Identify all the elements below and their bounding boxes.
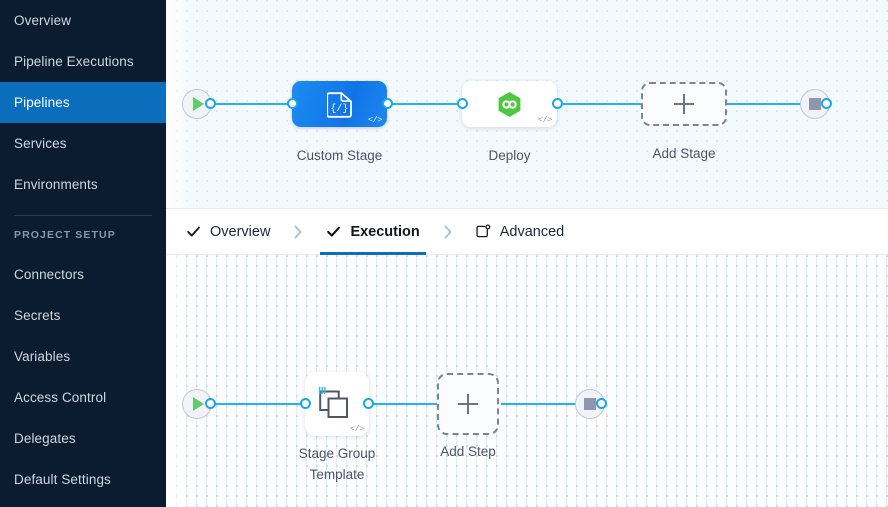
harness-cd-hexagon-icon (496, 91, 523, 118)
tab-label: Overview (210, 223, 271, 240)
stage-label-custom-stage: Custom Stage (296, 148, 383, 163)
tab-separator (276, 209, 320, 254)
sidebar-item-delegates[interactable]: Delegates (0, 418, 166, 459)
tab-execution[interactable]: Execution (320, 209, 427, 255)
tab-label: Advanced (499, 223, 565, 240)
edge-custom-stage-to-deploy (392, 103, 512, 105)
sidebar-item-pipeline-executions[interactable]: Pipeline Executions (0, 41, 166, 82)
add-step-button[interactable] (437, 373, 499, 435)
sidebar-item-access-control[interactable]: Access Control (0, 377, 166, 418)
step-label-stage-group-template: Stage Group Template (272, 443, 402, 485)
tab-separator (426, 209, 470, 254)
step-label-add-step: Add Step (440, 444, 496, 459)
sidebar-item-label: Overview (14, 13, 72, 28)
stop-icon (584, 398, 596, 410)
sidebar-item-label: Variables (14, 349, 71, 364)
sidebar: Overview Pipeline Executions Pipelines S… (0, 0, 166, 507)
plus-icon (458, 394, 478, 414)
tab-label: Execution (350, 223, 420, 240)
edge-add-stage-to-end (726, 103, 826, 105)
tab-overview[interactable]: Overview (180, 209, 276, 254)
tab-advanced[interactable]: Advanced (470, 209, 571, 254)
sidebar-item-label: Connectors (14, 267, 85, 282)
check-icon (327, 226, 341, 237)
sidebar-section-label: PROJECT SETUP (14, 229, 116, 241)
sidebar-item-variables[interactable]: Variables (0, 336, 166, 377)
yaml-code-badge[interactable]: </> (367, 115, 383, 125)
chevron-right-icon (294, 225, 302, 238)
step-node-stage-group-template[interactable]: </> (305, 372, 369, 436)
step-label-line2: Template (309, 467, 365, 482)
port-template-out[interactable] (363, 398, 374, 409)
execution-canvas[interactable]: </> Stage Group Template Add Step (166, 255, 888, 507)
sidebar-item-label: Delegates (14, 431, 76, 446)
sidebar-item-connectors[interactable]: Connectors (0, 254, 166, 295)
step-label-line1: Stage Group (298, 446, 376, 461)
port-deploy-in[interactable] (457, 98, 468, 109)
sidebar-item-label: Access Control (14, 390, 107, 405)
sidebar-item-label: Pipelines (14, 95, 70, 110)
edge-deploy-to-add-stage (562, 103, 687, 105)
edge-start-to-template (207, 403, 307, 405)
sidebar-section-project-setup: PROJECT SETUP (0, 216, 166, 254)
svg-text:{/}: {/} (330, 103, 348, 115)
sidebar-item-label: Secrets (14, 308, 61, 323)
stage-node-custom-stage[interactable]: {/} </> (292, 81, 387, 127)
plus-icon (674, 94, 694, 114)
play-icon (193, 97, 204, 111)
execution-end-node[interactable] (575, 389, 605, 419)
sidebar-item-overview[interactable]: Overview (0, 0, 166, 41)
sidebar-item-label: Pipeline Executions (14, 54, 134, 69)
add-stage-button[interactable] (641, 82, 727, 126)
stage-label-deploy: Deploy (488, 148, 531, 163)
advanced-settings-icon (476, 224, 491, 238)
edge-start-to-custom-stage (207, 103, 327, 105)
stacked-squares-template-icon (317, 384, 357, 424)
port-custom-stage-in[interactable] (287, 98, 298, 109)
edge-add-step-to-end (501, 403, 601, 405)
stage-label-add-stage: Add Stage (652, 146, 716, 161)
port-custom-stage-out[interactable] (382, 98, 393, 109)
stop-icon (809, 98, 821, 110)
port-exec-start-out[interactable] (205, 398, 216, 409)
yaml-code-badge[interactable]: </> (349, 424, 365, 434)
chevron-right-icon (444, 225, 452, 238)
port-deploy-out[interactable] (552, 98, 563, 109)
sidebar-item-label: Services (14, 136, 67, 151)
port-template-in[interactable] (300, 398, 311, 409)
sidebar-item-default-settings[interactable]: Default Settings (0, 459, 166, 500)
stage-canvas[interactable]: {/} </> Custom Stage (166, 0, 888, 208)
custom-stage-code-icon: {/} (325, 90, 353, 118)
sidebar-item-secrets[interactable]: Secrets (0, 295, 166, 336)
stage-node-deploy[interactable]: </> (462, 81, 557, 127)
sidebar-item-pipelines[interactable]: Pipelines (0, 82, 166, 123)
port-end-in[interactable] (821, 98, 832, 109)
play-icon (193, 397, 204, 411)
yaml-code-badge[interactable]: </> (537, 115, 553, 125)
port-exec-end-in[interactable] (596, 398, 607, 409)
sidebar-item-label: Default Settings (14, 472, 111, 487)
stage-tabs: Overview Execution (166, 208, 888, 255)
port-start-out[interactable] (205, 98, 216, 109)
edge-template-to-add-step (370, 403, 480, 405)
sidebar-item-environments[interactable]: Environments (0, 164, 166, 205)
sidebar-item-services[interactable]: Services (0, 123, 166, 164)
check-icon (187, 226, 200, 237)
main-content: {/} </> Custom Stage (166, 0, 888, 507)
sidebar-item-label: Environments (14, 177, 98, 192)
sidebar-divider (14, 215, 152, 216)
